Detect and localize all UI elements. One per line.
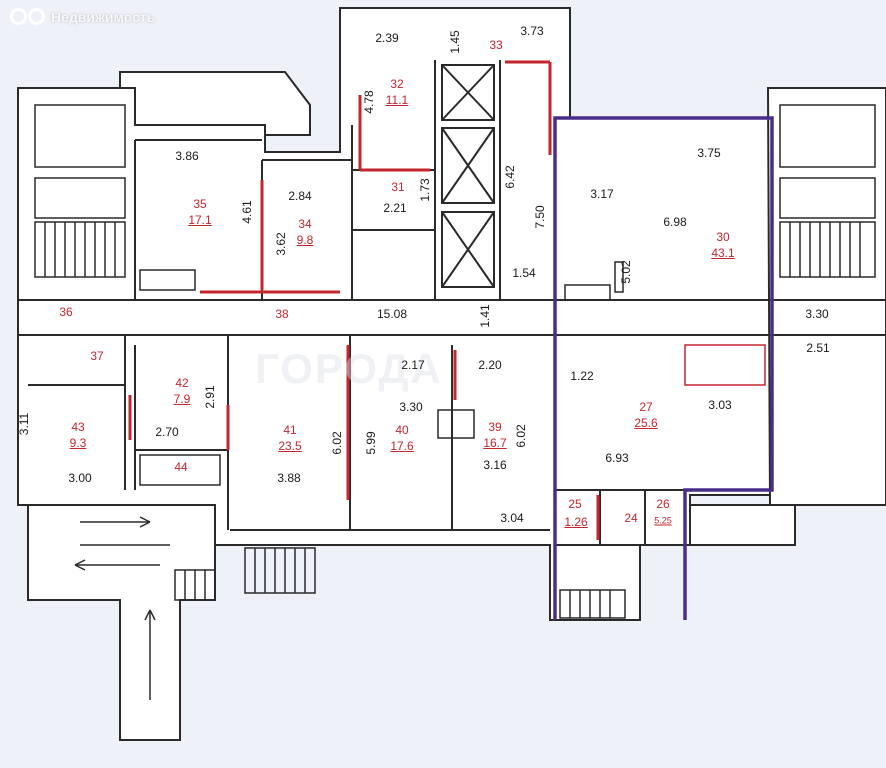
- room-area: 11.1: [385, 93, 409, 107]
- building-walls: [17, 7, 886, 741]
- room-number: 27: [639, 400, 653, 414]
- room-number: 42: [175, 376, 189, 390]
- dimension-label: 5.02: [619, 260, 633, 284]
- partition-lines: [128, 60, 600, 540]
- room-area: 5.25: [654, 515, 672, 526]
- dimension-label: 3.88: [277, 471, 301, 485]
- entrance-ramp: [27, 504, 216, 741]
- room-number: 32: [390, 77, 404, 91]
- dimension-label: 3.30: [399, 400, 423, 414]
- dimension-label: 3.16: [483, 458, 507, 472]
- room-number: 36: [59, 305, 73, 319]
- room-area: 23.5: [278, 439, 302, 453]
- dimension-label: 4.61: [240, 200, 254, 224]
- room-number: 43: [71, 420, 85, 434]
- room-number: 26: [656, 497, 670, 511]
- dimension-label: 6.02: [514, 424, 528, 448]
- room-area: 7.9: [173, 392, 191, 406]
- room-area: 9.3: [69, 436, 87, 450]
- dimension-label: 6.98: [663, 215, 687, 229]
- ramp-arrows: [74, 516, 170, 700]
- room-number: 34: [298, 217, 312, 231]
- dimension-label: 3.30: [805, 307, 829, 321]
- dimension-label: 7.50: [533, 205, 547, 229]
- dimension-label: 2.39: [375, 31, 399, 45]
- room-area: 1.26: [564, 515, 588, 529]
- dimension-label: 1.73: [418, 178, 432, 202]
- dimension-label: 6.93: [605, 451, 629, 465]
- dimension-label: 1.41: [478, 304, 492, 328]
- room-number: 38: [275, 307, 289, 321]
- dimension-label: 2.21: [383, 201, 407, 215]
- dimension-label: 3.17: [590, 187, 614, 201]
- room-number: 24: [624, 511, 638, 525]
- room-area: 9.8: [296, 233, 314, 247]
- room-number: 40: [395, 423, 409, 437]
- dimension-label: 3.11: [17, 412, 31, 436]
- room-number: 30: [716, 230, 730, 244]
- room-number: 44: [174, 460, 188, 474]
- dimension-label: 2.91: [203, 385, 217, 409]
- balcony-right: [689, 504, 796, 546]
- dimension-label: 6.42: [503, 165, 517, 189]
- room-number: 41: [283, 423, 297, 437]
- brand-watermark: Недвижимость: [10, 8, 155, 25]
- room-area: 17.6: [390, 439, 414, 453]
- room-number: 33: [489, 38, 503, 52]
- room-area: 25.6: [634, 416, 658, 430]
- room-area: 17.1: [188, 213, 212, 227]
- dimension-label: 3.04: [500, 511, 524, 525]
- room-number: 39: [488, 420, 502, 434]
- room-number: 37: [90, 349, 104, 363]
- room-number: 31: [391, 180, 405, 194]
- room-area: 43.1: [711, 246, 735, 260]
- dimension-label: 15.08: [376, 307, 408, 321]
- room-number: 25: [568, 497, 582, 511]
- dimension-label: 1.22: [570, 369, 594, 383]
- dimension-label: 2.20: [478, 358, 502, 372]
- brand-logo-icon: [10, 8, 45, 25]
- dimension-label: 2.17: [401, 358, 425, 372]
- dimension-label: 6.02: [330, 431, 344, 455]
- dimension-label: 3.86: [175, 149, 199, 163]
- dimension-label: 5.99: [364, 431, 378, 455]
- highlighted-unit-outline: [553, 116, 774, 620]
- dimension-label: 3.00: [68, 471, 92, 485]
- room-area: 16.7: [483, 436, 507, 450]
- dimension-label: 2.70: [155, 425, 179, 439]
- room-number: 35: [193, 197, 207, 211]
- dimension-label: 1.45: [448, 30, 462, 54]
- dimension-label: 3.03: [708, 398, 732, 412]
- elevator-shafts: [441, 64, 495, 288]
- brand-name: Недвижимость: [51, 8, 156, 25]
- upper-left-wing: [119, 71, 311, 136]
- dimension-label: 1.54: [512, 266, 536, 280]
- dimension-label: 3.73: [520, 24, 544, 38]
- entrance-porch-right: [554, 544, 641, 621]
- utility-boxes: [34, 104, 876, 486]
- dimension-label: 3.75: [697, 146, 721, 160]
- dimension-label: 2.84: [288, 189, 312, 203]
- stairs: [34, 221, 876, 619]
- dimension-label: 2.51: [806, 341, 830, 355]
- dimension-label: 3.62: [274, 232, 288, 256]
- right-wing-outline: [766, 87, 886, 506]
- dimension-label: 4.78: [362, 90, 376, 114]
- center-watermark: ГОРОДА: [255, 345, 443, 392]
